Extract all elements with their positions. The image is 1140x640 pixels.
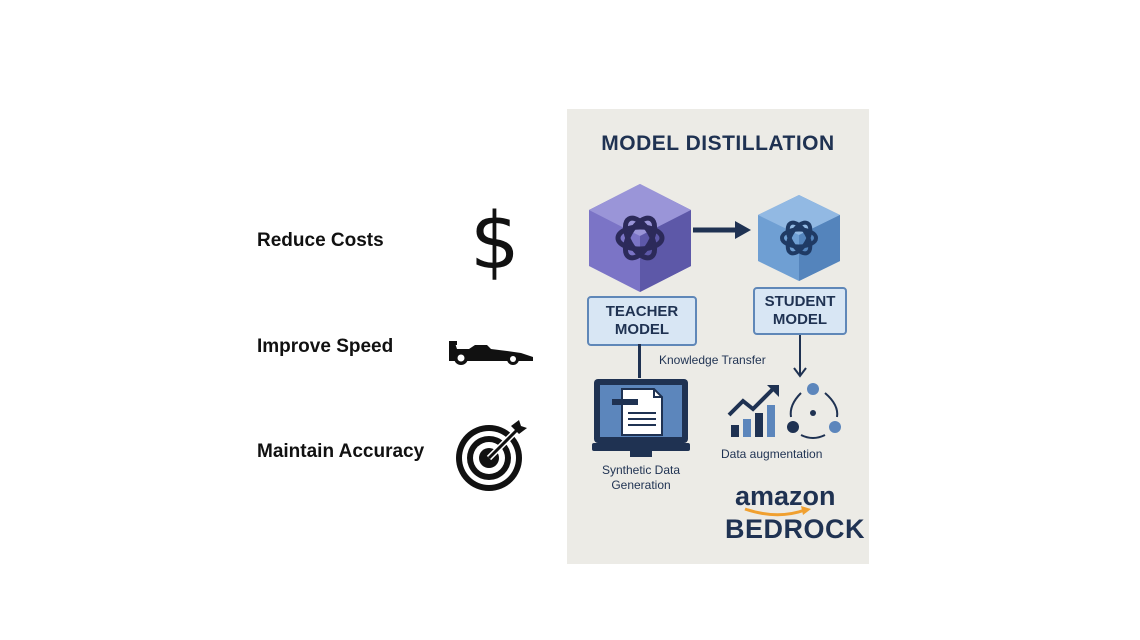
student-cube-icon [758, 195, 840, 281]
model-distillation-panel: MODEL DISTILLATION TEACHER MODEL STUDEN [567, 109, 869, 564]
growth-chart-icon [727, 385, 779, 437]
student-line2: MODEL [772, 311, 828, 328]
amazon-smile-icon [744, 506, 811, 517]
teacher-cube-icon [589, 184, 691, 292]
panel-title: MODEL DISTILLATION [601, 132, 835, 155]
arrow-down-icon [793, 335, 807, 378]
benefit-label: Maintain Accuracy [257, 441, 425, 462]
synthetic-document-monitor-icon [592, 379, 690, 457]
bedrock-logo-text: BEDROCK [725, 514, 866, 544]
teacher-line1: TEACHER [605, 303, 679, 320]
augmentation-cycle-icon [787, 383, 841, 439]
connector-line [638, 344, 641, 378]
benefit-label: Reduce Costs [257, 230, 384, 251]
teacher-model-box: TEACHER MODEL [587, 296, 697, 346]
benefit-label: Improve Speed [257, 336, 394, 357]
arrow-right-icon [693, 221, 751, 239]
synthetic-line2: Generation [611, 478, 671, 492]
student-line1: STUDENT [764, 293, 836, 310]
target-icon [456, 420, 527, 491]
amazon-logo-text: amazon [735, 481, 836, 511]
teacher-line2: MODEL [614, 321, 670, 338]
student-model-box: STUDENT MODEL [753, 287, 847, 335]
knowledge-transfer-label: Knowledge Transfer [659, 353, 766, 367]
dollar-icon: $ [470, 197, 520, 287]
data-augmentation-label: Data augmentation [721, 447, 823, 461]
race-car-icon [449, 341, 533, 365]
synthetic-data-label: Synthetic Data Generation [573, 463, 709, 493]
synthetic-line1: Synthetic Data [601, 463, 681, 477]
